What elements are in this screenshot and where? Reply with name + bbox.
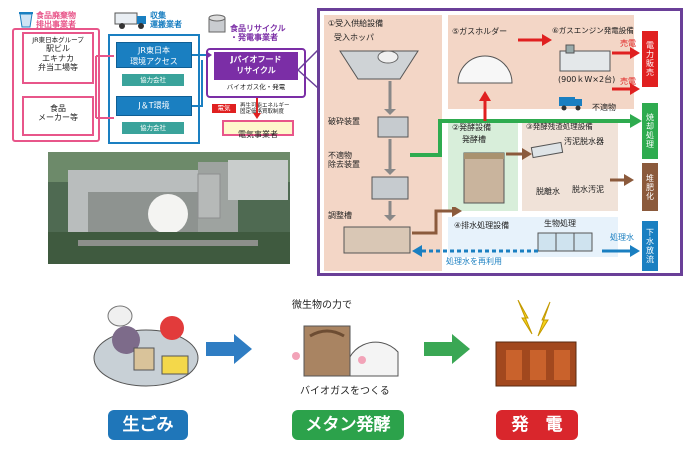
sell-arrows — [612, 47, 640, 95]
bio-tank-icon — [536, 231, 594, 253]
truck-icon — [114, 10, 148, 30]
jt-env-box: J＆T環境 — [116, 96, 192, 116]
food-maker-label: 食品 メーカー等 — [38, 104, 78, 123]
sell-label-1: 売電 — [620, 39, 636, 48]
waste-source-frame — [12, 28, 100, 142]
tank-icon — [206, 12, 228, 34]
gas-holder-icon — [454, 41, 516, 87]
treated-arrow — [602, 245, 640, 257]
sorter-icon — [370, 175, 410, 201]
reuse-label: 処理水を再利用 — [446, 257, 502, 266]
collector-to-recycler-arrows — [192, 51, 212, 107]
step-methane: メタン発酵 — [292, 410, 404, 440]
crusher-icon — [376, 115, 410, 139]
dewater-label: 汚泥脱水器 — [564, 137, 604, 146]
flow-arrow-1 — [206, 334, 252, 364]
out-sewer-box: 下水放流 — [642, 221, 658, 271]
power-illustration — [488, 299, 584, 390]
process-panel: ①受入供給設備 受入ホッパ 破砕装置 不適物 除去装置 調整槽 ⑤ガスホルダー … — [317, 8, 683, 276]
food-waste-illustration — [90, 298, 202, 388]
receiving-flow-arrows — [384, 81, 396, 221]
jr-group-item-0: 駅ビル — [46, 44, 70, 54]
ferment-to-dewater-arrow — [506, 148, 532, 160]
collector-title: 収集 運搬業者 — [150, 11, 182, 30]
dewater-icon — [530, 141, 564, 159]
jr-access-box: JR東日本 環境アクセス — [116, 42, 192, 68]
s3-label: ③発酵残渣処理設備 — [526, 122, 593, 131]
s5-label: ⑤ガスホルダー — [452, 27, 508, 36]
adjust-to-ferment-arrow — [412, 207, 462, 235]
out-incin-box: 焼却処理 — [642, 103, 658, 159]
jr-group-box: JR東日本グループ 駅ビル エキナカ 弁当工場等 — [22, 32, 94, 84]
fit-note: 再生可能エネルギー 固定価格買取制度 — [240, 103, 290, 116]
electricity-arrow — [253, 98, 261, 119]
unsuitable-label: 不適物 — [592, 103, 616, 112]
treated-label: 処理水 — [610, 233, 634, 242]
unsuitable-truck-icon — [558, 95, 584, 111]
partner-box-2: 協力会社 — [122, 122, 184, 134]
gas-arrow — [518, 34, 552, 46]
jr-group-item-1: エキナカ — [42, 53, 74, 63]
zone-residue — [522, 121, 618, 211]
recycler-name: Jバイオフード リサイクル — [214, 52, 298, 80]
supply-arrows — [95, 55, 114, 119]
ferment-illustration — [290, 312, 400, 382]
sep-liquid-label: 脱離水 — [536, 187, 560, 196]
bio-label: 生物処理 — [544, 219, 576, 228]
ferment-to-gas-arrow — [479, 91, 491, 121]
s2-label: ②発酵設備 — [452, 123, 492, 132]
engine-icon — [558, 43, 612, 73]
sell-label-2: 売電 — [620, 77, 636, 86]
crusher-label: 破砕装置 — [328, 117, 360, 126]
dewatered-label: 脱水汚泥 — [572, 185, 604, 194]
s1-label: ①受入供給設備 — [328, 19, 384, 28]
step-power: 発 電 — [496, 410, 578, 440]
out-power-box: 電力販売 — [642, 31, 658, 87]
adjust-tank-icon — [342, 225, 412, 255]
food-maker-box: 食品 メーカー等 — [22, 96, 94, 136]
dewatered-arrow — [610, 174, 634, 186]
s6-label: ⑥ガスエンジン発電設備 — [552, 26, 634, 35]
utility-box: 電気事業者 — [222, 120, 294, 139]
caption-top: 微生物の力で — [292, 300, 352, 311]
out-compost-box: 堆肥化 — [642, 163, 658, 211]
reuse-arrow — [412, 245, 538, 257]
jr-group-heading: JR東日本グループ — [32, 36, 84, 44]
hopper-label: 受入ホッパ — [334, 33, 374, 42]
hopper-icon — [338, 47, 420, 81]
adjust-label: 調整槽 — [328, 211, 352, 220]
supply-chain: 食品廃棄物 排出事業者 JR東日本グループ 駅ビル エキナカ 弁当工場等 食品 … — [10, 8, 310, 158]
step-food-waste: 生ごみ — [108, 410, 188, 440]
unsuitable-arrow — [410, 114, 642, 157]
s4-label: ④排水処理設備 — [454, 221, 510, 230]
partner-box-1: 協力会社 — [122, 74, 184, 86]
capacity-label: (900ｋW×2台) — [558, 75, 616, 84]
ferment-tank-icon — [462, 149, 506, 205]
denki-label: 電気 — [212, 104, 236, 114]
utility-label: 電気事業者 — [238, 130, 278, 139]
trash-icon — [18, 10, 34, 28]
recycler-subtitle: バイオガス化・発電 — [226, 83, 286, 91]
panel-connector — [298, 50, 319, 89]
waste-source-title: 食品廃棄物 排出事業者 — [36, 11, 76, 30]
recycler-title: 食品リサイクル ・発電事業者 — [230, 24, 286, 43]
plant-photo — [48, 152, 290, 264]
ferment-tank-label: 発酵槽 — [462, 135, 486, 144]
caption-mid: バイオガスをつくる — [300, 386, 390, 397]
sorter-label: 不適物 除去装置 — [328, 151, 360, 170]
jr-group-item-2: 弁当工場等 — [38, 62, 78, 72]
flow-arrow-2 — [424, 334, 470, 364]
